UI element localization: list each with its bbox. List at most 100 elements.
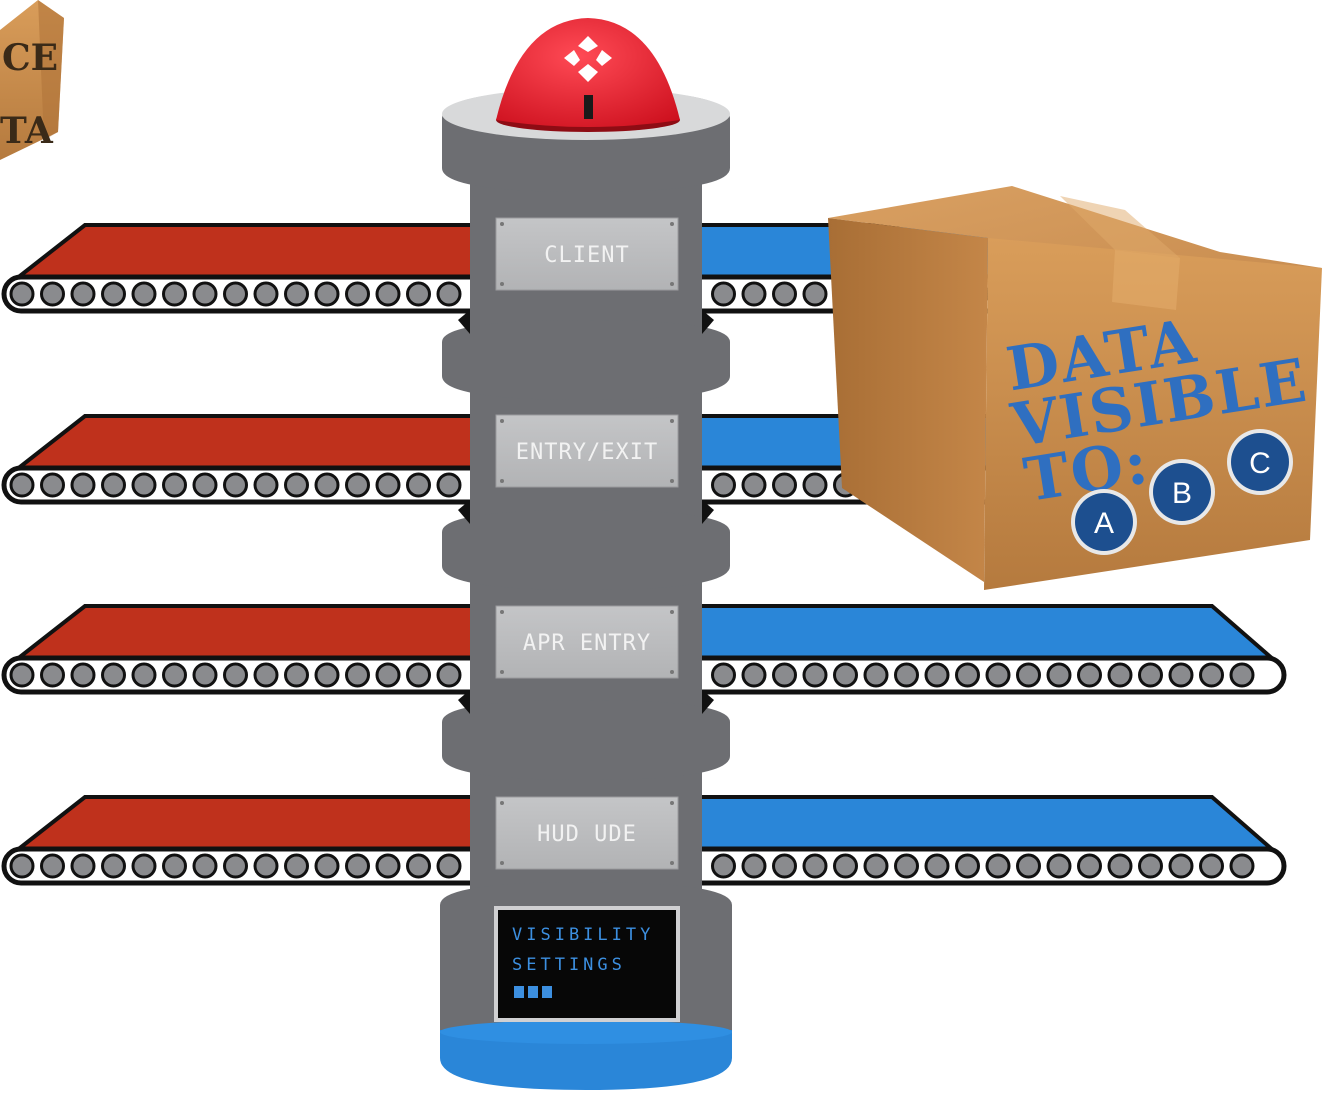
- visibility-badge-label: A: [1094, 507, 1114, 540]
- roller: [286, 283, 308, 305]
- roller: [255, 664, 277, 686]
- roller: [225, 664, 247, 686]
- input-belt-surface: [16, 416, 490, 470]
- roller: [804, 283, 826, 305]
- output-belt-surface: [690, 606, 1274, 660]
- roller: [72, 283, 94, 305]
- roller: [1048, 855, 1070, 877]
- tower-plate-label: APR ENTRY: [523, 631, 651, 656]
- roller: [255, 283, 277, 305]
- roller: [377, 855, 399, 877]
- incoming-box-label-2: TA: [0, 110, 54, 152]
- beacon-light: [496, 18, 680, 132]
- roller: [316, 283, 338, 305]
- roller: [926, 664, 948, 686]
- roller: [713, 283, 735, 305]
- tower-collar: [442, 700, 730, 780]
- roller: [133, 664, 155, 686]
- roller: [42, 283, 64, 305]
- visibility-settings-screen: VISIBILITY SETTINGS: [494, 906, 680, 1022]
- roller: [316, 855, 338, 877]
- tower-plate-label: CLIENT: [544, 243, 629, 268]
- roller: [438, 283, 460, 305]
- roller: [1079, 664, 1101, 686]
- roller: [1231, 664, 1253, 686]
- roller: [1140, 664, 1162, 686]
- tower-plate: CLIENT: [496, 218, 678, 290]
- tower-collar: [442, 510, 730, 590]
- roller: [835, 855, 857, 877]
- roller: [804, 855, 826, 877]
- roller: [1170, 855, 1192, 877]
- roller: [804, 474, 826, 496]
- tower-collar: [442, 320, 730, 400]
- roller: [896, 855, 918, 877]
- roller: [347, 855, 369, 877]
- roller: [835, 664, 857, 686]
- roller: [1109, 855, 1131, 877]
- roller: [42, 855, 64, 877]
- roller: [225, 283, 247, 305]
- roller: [194, 283, 216, 305]
- roller: [164, 664, 186, 686]
- roller: [957, 664, 979, 686]
- roller: [72, 855, 94, 877]
- tower-collars: [442, 310, 730, 780]
- roller: [408, 474, 430, 496]
- roller: [347, 474, 369, 496]
- roller: [987, 664, 1009, 686]
- roller: [926, 855, 948, 877]
- screen-line-2: SETTINGS: [512, 955, 626, 975]
- incoming-box-label-1: CE: [2, 37, 58, 79]
- roller: [164, 474, 186, 496]
- progress-blocks-icon: [514, 986, 552, 998]
- roller: [347, 283, 369, 305]
- visibility-badge: C: [1227, 429, 1293, 495]
- roller: [1201, 855, 1223, 877]
- visibility-badge-label: B: [1172, 477, 1192, 510]
- roller: [103, 474, 125, 496]
- roller: [713, 474, 735, 496]
- roller: [713, 664, 735, 686]
- screen-line-1: VISIBILITY: [512, 925, 654, 945]
- roller: [377, 474, 399, 496]
- roller: [804, 664, 826, 686]
- roller: [164, 855, 186, 877]
- roller: [774, 855, 796, 877]
- roller: [133, 474, 155, 496]
- roller: [103, 664, 125, 686]
- roller: [987, 855, 1009, 877]
- roller: [194, 855, 216, 877]
- roller: [133, 283, 155, 305]
- visibility-badge: B: [1149, 459, 1215, 525]
- roller: [865, 855, 887, 877]
- roller: [286, 474, 308, 496]
- input-belt-surface: [16, 797, 490, 851]
- roller: [11, 664, 33, 686]
- roller: [194, 664, 216, 686]
- roller: [1140, 855, 1162, 877]
- roller: [743, 664, 765, 686]
- roller: [743, 283, 765, 305]
- input-belt-surface: [16, 225, 490, 279]
- roller: [896, 664, 918, 686]
- roller: [438, 474, 460, 496]
- roller: [957, 855, 979, 877]
- roller: [1018, 855, 1040, 877]
- roller: [11, 474, 33, 496]
- roller: [1170, 664, 1192, 686]
- roller: [408, 283, 430, 305]
- roller: [438, 664, 460, 686]
- roller: [1201, 664, 1223, 686]
- roller: [713, 855, 735, 877]
- roller: [743, 855, 765, 877]
- roller: [316, 664, 338, 686]
- roller: [1231, 855, 1253, 877]
- roller: [133, 855, 155, 877]
- roller: [743, 474, 765, 496]
- roller: [774, 664, 796, 686]
- roller: [255, 855, 277, 877]
- visibility-badge: A: [1071, 489, 1137, 555]
